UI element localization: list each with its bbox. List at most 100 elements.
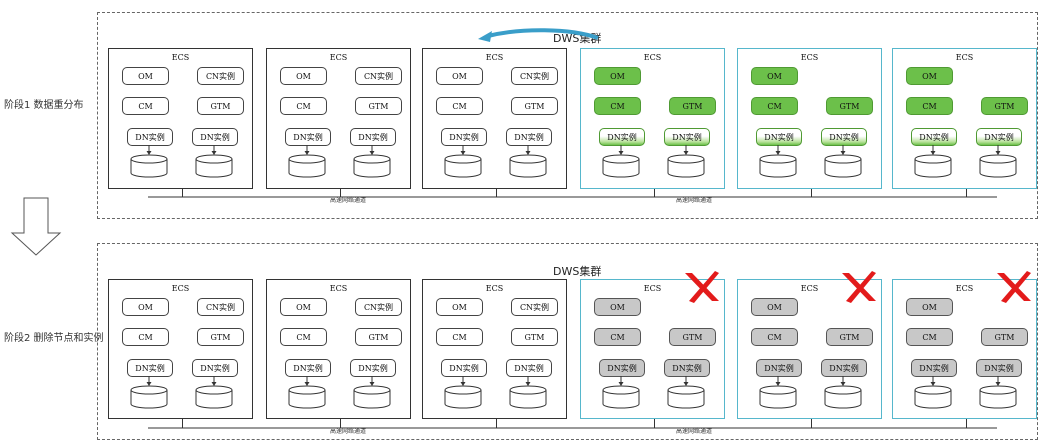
dn-instance-2: DN实例 <box>350 359 396 377</box>
cm-instance: CM <box>280 328 327 346</box>
evs-disk-4-1 <box>602 385 640 409</box>
evs-disk-5-1 <box>759 385 797 409</box>
dn-to-evs-arrow-head <box>146 382 152 386</box>
dn-to-evs-arrow-head <box>525 151 531 155</box>
stage2-network-label-right: 高速网络通道 <box>674 426 715 435</box>
evs-disk-2-2 <box>353 154 391 178</box>
om-instance: OM <box>280 67 327 85</box>
evs-disk-4-2 <box>667 154 705 178</box>
dn-instance-2: DN实例 <box>506 359 552 377</box>
dn-instance-2: DN实例 <box>664 128 710 146</box>
dn-to-evs-arrow-head <box>211 151 217 155</box>
dn-to-evs-arrow-head <box>683 151 689 155</box>
delete-mark-icon <box>685 271 719 303</box>
dn-instance-1: DN实例 <box>441 359 487 377</box>
dn-to-evs-arrow-head <box>369 382 375 386</box>
gtm-instance: GTM <box>511 328 558 346</box>
cn-instance: CN实例 <box>197 298 244 316</box>
om-instance: OM <box>436 298 483 316</box>
cm-instance: CM <box>594 328 641 346</box>
evs-disk-4-2 <box>667 385 705 409</box>
dn-instance-1: DN实例 <box>911 128 957 146</box>
dn-to-evs-arrow-head <box>369 151 375 155</box>
om-instance: OM <box>280 298 327 316</box>
stage1-network-label-left: 高速网络通道 <box>328 195 369 204</box>
dn-instance-2: DN实例 <box>506 128 552 146</box>
evs-disk-4-1 <box>602 154 640 178</box>
dn-instance-2: DN实例 <box>192 128 238 146</box>
cn-instance: CN实例 <box>197 67 244 85</box>
gtm-instance: GTM <box>981 328 1028 346</box>
dn-instance-1: DN实例 <box>285 128 331 146</box>
cm-instance: CM <box>122 97 169 115</box>
cm-instance: CM <box>280 97 327 115</box>
om-instance: OM <box>751 298 798 316</box>
dn-to-evs-arrow-head <box>304 151 310 155</box>
delete-mark-icon <box>997 271 1031 303</box>
dn-to-evs-arrow-head <box>840 382 846 386</box>
dn-to-evs-arrow-head <box>840 151 846 155</box>
evs-disk-6-1 <box>914 385 952 409</box>
dn-instance-2: DN实例 <box>821 359 867 377</box>
dn-to-evs-arrow-head <box>995 151 1001 155</box>
evs-disk-1-2 <box>195 154 233 178</box>
om-instance: OM <box>594 298 641 316</box>
om-instance: OM <box>906 298 953 316</box>
om-instance: OM <box>122 67 169 85</box>
redistribution-arrow <box>487 28 599 40</box>
cm-instance: CM <box>751 328 798 346</box>
dn-to-evs-arrow-head <box>525 382 531 386</box>
dn-instance-1: DN实例 <box>441 128 487 146</box>
dn-instance-1: DN实例 <box>127 359 173 377</box>
evs-disk-6-1 <box>914 154 952 178</box>
cm-instance: CM <box>751 97 798 115</box>
dn-to-evs-arrow-head <box>775 151 781 155</box>
gtm-instance: GTM <box>355 328 402 346</box>
ecs-title: ECS <box>485 53 504 62</box>
stage2-label: 阶段2 删除节点和实例 <box>4 333 104 344</box>
ecs-node-6: ECSOMCMGTMDN实例DN实例EVSEVS <box>892 48 1037 189</box>
dn-instance-1: DN实例 <box>599 128 645 146</box>
ecs-title: ECS <box>171 284 190 293</box>
om-instance: OM <box>436 67 483 85</box>
redistribution-arrowhead <box>478 31 492 42</box>
gtm-instance: GTM <box>511 97 558 115</box>
om-instance: OM <box>594 67 641 85</box>
dn-to-evs-arrow-head <box>460 151 466 155</box>
cn-instance: CN实例 <box>511 298 558 316</box>
dn-instance-2: DN实例 <box>192 359 238 377</box>
dn-to-evs-arrow-head <box>995 382 1001 386</box>
delete-mark-icon <box>842 271 876 303</box>
evs-disk-1-1 <box>130 385 168 409</box>
dn-instance-2: DN实例 <box>350 128 396 146</box>
stage1-label: 阶段1 数据重分布 <box>4 100 84 111</box>
ecs-title: ECS <box>329 284 348 293</box>
cm-instance: CM <box>436 328 483 346</box>
gtm-instance: GTM <box>981 97 1028 115</box>
dn-instance-1: DN实例 <box>756 128 802 146</box>
dn-to-evs-arrow-head <box>775 382 781 386</box>
dn-instance-1: DN实例 <box>599 359 645 377</box>
evs-disk-3-1 <box>444 154 482 178</box>
stage2-box <box>97 243 1038 440</box>
stage2-cluster-title: DWS集群 <box>553 265 602 278</box>
ecs-title: ECS <box>955 53 974 62</box>
dn-instance-1: DN实例 <box>911 359 957 377</box>
gtm-instance: GTM <box>826 97 873 115</box>
cn-instance: CN实例 <box>355 298 402 316</box>
gtm-instance: GTM <box>197 97 244 115</box>
ecs-title: ECS <box>171 53 190 62</box>
evs-disk-3-1 <box>444 385 482 409</box>
gtm-instance: GTM <box>669 328 716 346</box>
evs-disk-5-2 <box>824 385 862 409</box>
dn-to-evs-arrow-head <box>304 382 310 386</box>
dn-instance-2: DN实例 <box>821 128 867 146</box>
stage-transition-arrow <box>10 197 62 256</box>
stage1-box <box>97 12 1038 219</box>
cn-instance: CN实例 <box>511 67 558 85</box>
dn-to-evs-arrow-head <box>460 382 466 386</box>
gtm-instance: GTM <box>669 97 716 115</box>
stage2-network-label-left: 高速网络通道 <box>328 426 369 435</box>
dn-instance-2: DN实例 <box>976 359 1022 377</box>
